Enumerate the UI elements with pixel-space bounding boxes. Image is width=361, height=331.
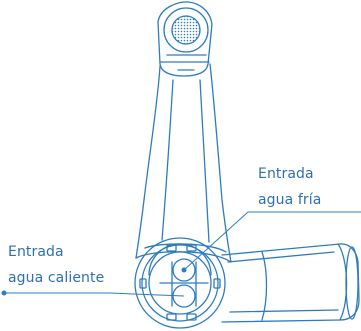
cold-inlet-label-line2: agua fría	[258, 192, 322, 208]
hot-water-inlet-label: Entrada agua caliente	[8, 243, 104, 287]
lever-handle	[221, 243, 360, 323]
cold-water-inlet-port	[172, 258, 196, 282]
cold-inlet-leader	[183, 211, 361, 271]
hot-inlet-leader	[5, 292, 185, 297]
spout-neck	[135, 63, 232, 263]
cold-inlet-point	[181, 267, 187, 273]
hot-inlet-point	[1, 290, 7, 296]
cold-inlet-label-line1: Entrada	[258, 166, 314, 182]
cold-water-inlet-label: Entrada agua fría	[258, 165, 321, 209]
valve-body	[134, 237, 226, 329]
hot-inlet-label-line1: Entrada	[8, 244, 64, 260]
spout-head	[157, 1, 213, 77]
hot-inlet-label-line2: agua caliente	[8, 270, 105, 286]
